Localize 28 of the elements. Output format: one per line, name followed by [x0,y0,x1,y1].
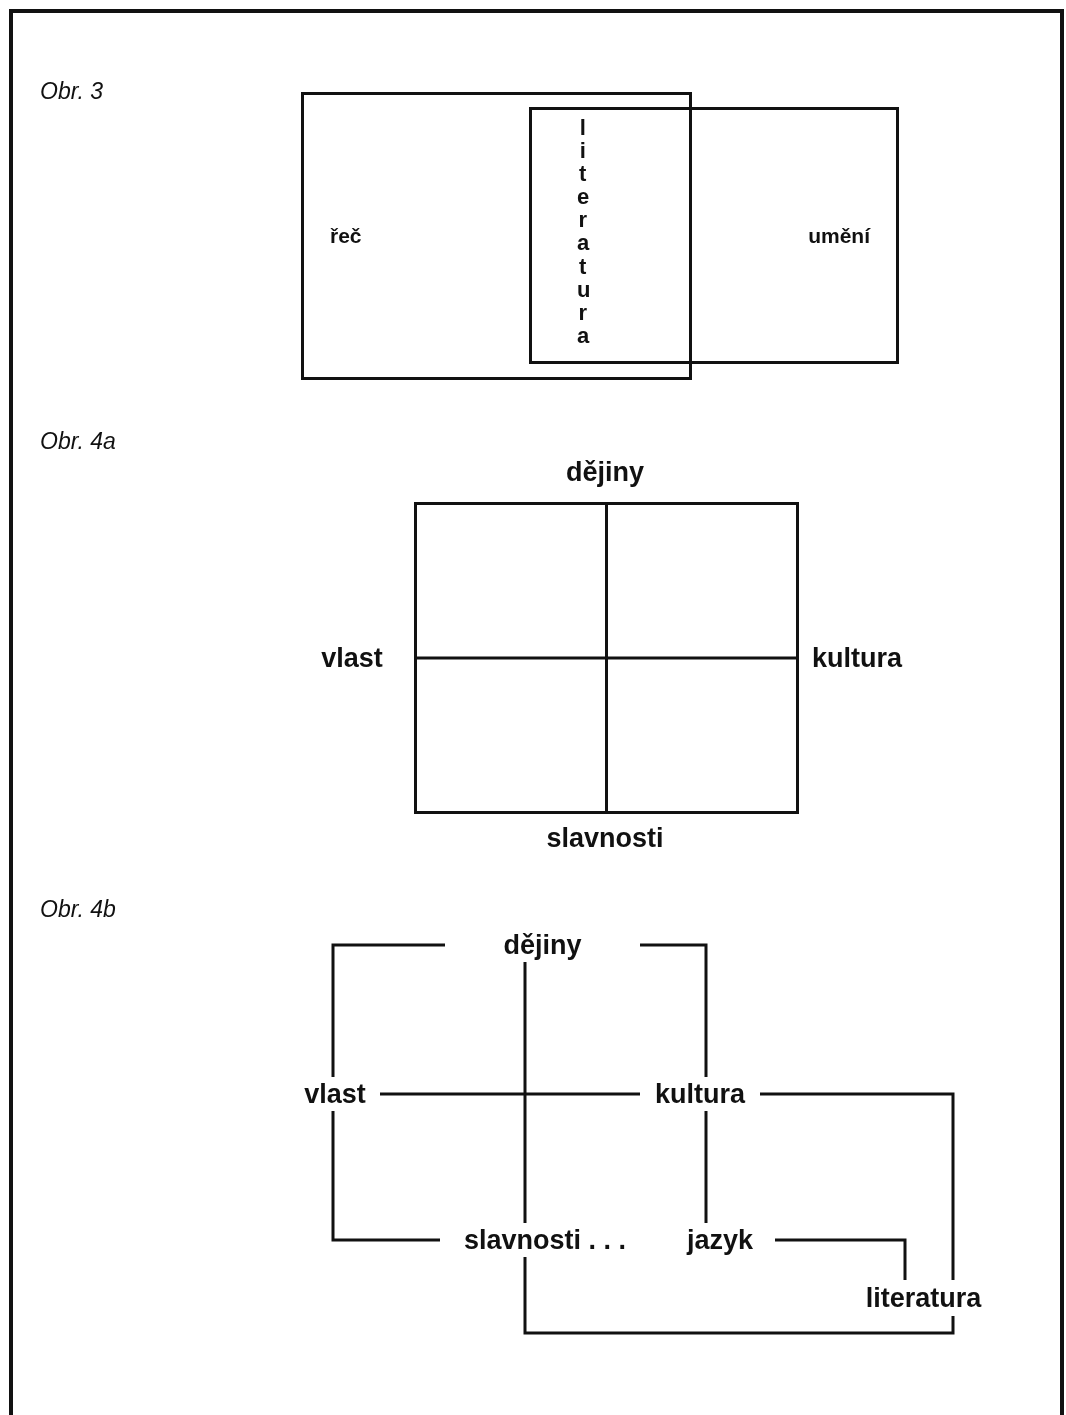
vertical-label: literatura [577,116,589,347]
connector-line [331,1111,440,1242]
figure-title: Obr. 4b [40,896,116,923]
connector-line [380,1092,640,1096]
box-label: řeč [330,224,362,248]
concept-word: literatura [855,1280,992,1316]
side-label: kultura [812,642,902,674]
connector-line [704,1111,708,1223]
concept-word: vlast [290,1077,380,1111]
connector-line [523,962,527,1223]
connector-line [640,943,708,1077]
figure-title: Obr. 4a [40,428,116,455]
concept-word: kultura [640,1077,760,1111]
quadrant-square [414,502,799,814]
figure-title: Obr. 3 [40,78,104,105]
connector-line [523,1257,955,1335]
connector-line [760,1092,955,1280]
side-label: dějiny [566,456,644,488]
side-label: slavnosti [546,822,664,854]
connector-line [331,943,445,1077]
side-label: vlast [321,642,383,674]
concept-word: slavnosti . . . [440,1223,650,1257]
concept-box [301,92,692,380]
connector-line [775,1238,907,1280]
concept-box [529,107,899,364]
concept-word: jazyk [665,1223,775,1257]
concept-word: dějiny [445,928,640,962]
box-label: umění [808,223,870,248]
